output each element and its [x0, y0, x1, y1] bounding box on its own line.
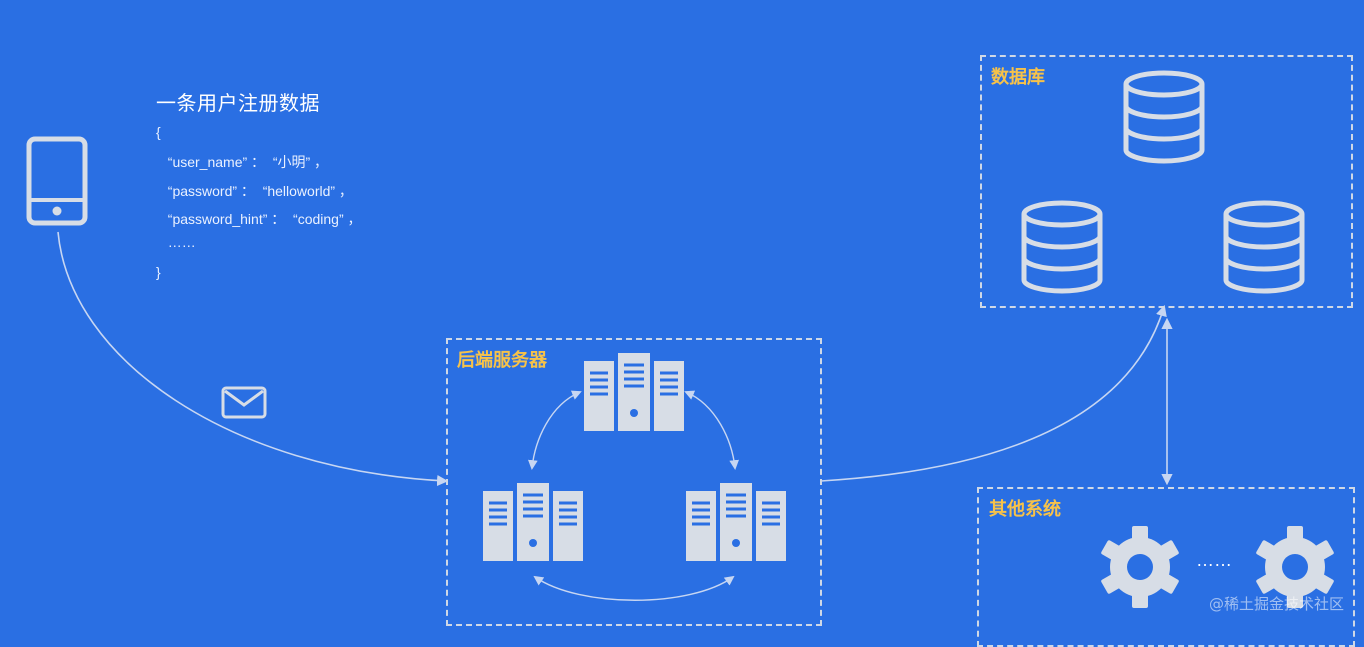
connectors	[57, 231, 1173, 601]
architecture-diagram: 一条用户注册数据 { “user_name” ： “小明” ， “passwor…	[26, 55, 1355, 647]
phone-to-backend-line	[57, 231, 449, 487]
database-label: 数据库	[991, 67, 1045, 88]
server-arc-left	[527, 390, 582, 470]
gear-icon	[1256, 526, 1334, 608]
other-systems-label: 其他系统	[989, 499, 1061, 520]
database-icon	[1123, 70, 1205, 164]
database-box	[980, 55, 1353, 308]
payload-line-ellipsis: ……	[160, 234, 196, 250]
phone-icon	[26, 136, 88, 226]
backend-server-label: 后端服务器	[457, 350, 547, 371]
server-arc-right	[684, 390, 740, 470]
payload-line-password-hint: “password_hint” ： “coding” ，	[160, 211, 362, 227]
server-rack-icon	[686, 483, 786, 561]
payload-title: 一条用户注册数据	[156, 91, 320, 115]
envelope-icon	[221, 386, 267, 419]
payload-line-user-name: “user_name” ： “小明” ，	[160, 154, 329, 170]
database-icon	[1223, 200, 1305, 294]
other-systems-ellipsis: ……	[1196, 550, 1232, 570]
watermark: @稀土掘金技术社区	[1208, 595, 1344, 613]
server-arc-bottom	[533, 575, 735, 601]
backend-server-box	[446, 338, 822, 626]
payload-line-open: {	[156, 124, 161, 140]
payload-line-close: }	[156, 264, 161, 280]
gear-icon	[1101, 526, 1179, 608]
server-rack-icon	[483, 483, 583, 561]
backend-to-hub-line	[820, 304, 1167, 482]
database-icon	[1021, 200, 1103, 294]
payload-line-password: “password” ： “helloworld” ，	[160, 183, 353, 199]
server-rack-icon	[584, 353, 684, 431]
